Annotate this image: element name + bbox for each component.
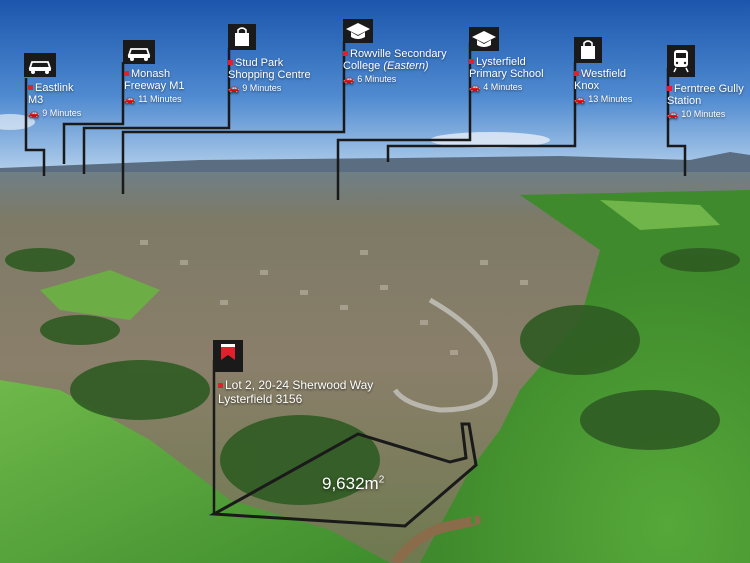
shopping-bag-icon (228, 24, 256, 50)
lot-address-line1: Lot 2, 20-24 Sherwood Way (225, 378, 374, 392)
travel-time: 🚗13 Minutes (574, 94, 633, 104)
flag-marker-icon (213, 340, 243, 372)
car-icon: 🚗 (574, 94, 586, 104)
location-callout-monash: Monash Freeway M1 🚗11 Minutes (124, 68, 185, 105)
paddocks-left (0, 380, 390, 563)
location-name: Ferntree Gully Station (667, 83, 744, 107)
car-icon: 🚗 (28, 108, 40, 118)
train-icon (667, 45, 695, 77)
location-name: Westfield Knox (574, 68, 627, 92)
location-name: Stud Park Shopping Centre (228, 57, 311, 81)
lot-area: 9,632m2 (322, 474, 385, 493)
lot-address: Lot 2, 20-24 Sherwood Way Lysterfield 31… (218, 378, 373, 406)
car-icon (24, 53, 56, 77)
location-callout-westfield: Westfield Knox 🚗13 Minutes (574, 68, 632, 105)
location-name: Rowville Secondary College (Eastern) (343, 48, 447, 72)
cloud (430, 132, 550, 148)
location-callout-stud-park: Stud Park Shopping Centre 🚗9 Minutes (228, 57, 311, 94)
travel-time: 🚗4 Minutes (469, 82, 523, 92)
car-icon: 🚗 (124, 94, 136, 104)
location-callout-rowville: Rowville Secondary College (Eastern) 🚗6 … (343, 48, 447, 85)
creek (391, 515, 481, 563)
travel-time: 🚗10 Minutes (667, 109, 726, 119)
location-callout-lysterfield-ps: Lysterfield Primary School 🚗4 Minutes (469, 56, 544, 93)
graduation-cap-icon (469, 27, 499, 51)
location-name: Lysterfield Primary School (469, 56, 544, 80)
paddock (600, 200, 720, 230)
car-icon: 🚗 (343, 74, 355, 84)
travel-time: 🚗6 Minutes (343, 74, 397, 84)
paddock (40, 270, 160, 320)
car-icon: 🚗 (228, 83, 240, 93)
tree-clusters (5, 248, 740, 505)
car-icon: 🚗 (667, 109, 679, 119)
paddocks-right (420, 190, 750, 563)
curved-street (392, 297, 498, 413)
car-icon (123, 40, 155, 64)
location-callout-ferntree: Ferntree Gully Station 🚗10 Minutes (667, 83, 744, 120)
travel-time: 🚗9 Minutes (228, 83, 282, 93)
callout-lines (24, 42, 687, 528)
graduation-cap-icon (343, 19, 373, 43)
sky (0, 0, 750, 175)
location-callout-eastlink: Eastlink M3 🚗9 Minutes (28, 82, 81, 119)
location-name: Monash Freeway M1 (124, 68, 185, 92)
houses (140, 240, 528, 355)
car-icon: 🚗 (469, 82, 481, 92)
lot-address-line2: Lysterfield 3156 (218, 392, 303, 406)
travel-time: 🚗11 Minutes (124, 94, 182, 104)
travel-time: 🚗9 Minutes (28, 108, 82, 118)
shopping-bag-icon (574, 37, 602, 63)
location-name: Eastlink M3 (28, 82, 74, 106)
